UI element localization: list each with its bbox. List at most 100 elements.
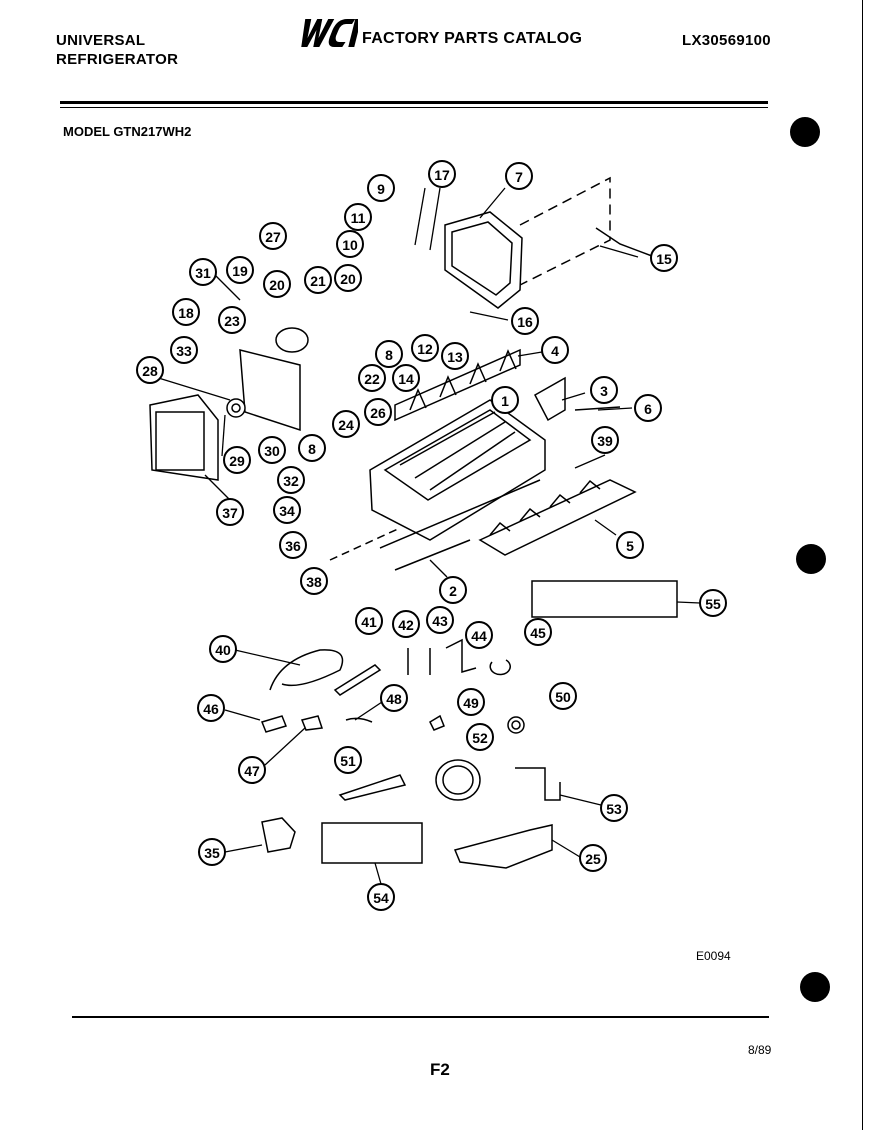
callout-number: 31 [195,265,211,281]
callout-8: 8 [298,434,326,462]
callout-number: 38 [306,574,322,590]
callout-circle [591,426,619,454]
callout-number: 17 [434,167,450,183]
callout-circle [197,694,225,722]
callout-number: 32 [283,473,299,489]
callout-number: 20 [269,277,285,293]
callout-number: 55 [705,596,721,612]
callout-number: 11 [351,210,366,226]
callout-circle [428,160,456,188]
callout-circle [304,266,332,294]
callout-45: 45 [524,618,552,646]
callout-33: 33 [170,336,198,364]
callout-number: 33 [176,343,192,359]
callout-circle [367,174,395,202]
catalog-number: LX30569100 [682,32,771,49]
callout-circle [634,394,662,422]
callout-21: 21 [304,266,332,294]
callout-circle [136,356,164,384]
callout-46: 46 [197,694,225,722]
callout-circle [334,264,362,292]
callout-number: 42 [398,617,414,633]
callout-number: 7 [515,169,523,185]
callout-circle [491,386,519,414]
callout-10: 10 [336,230,364,258]
callout-22: 22 [358,364,386,392]
callout-number: 29 [229,453,245,469]
callout-18: 18 [172,298,200,326]
model-number: MODEL GTN217WH2 [63,124,192,139]
callout-circle [209,635,237,663]
callout-circle [439,576,467,604]
callout-circle [549,682,577,710]
callout-circle [367,883,395,911]
callout-48: 48 [380,684,408,712]
callout-number: 48 [386,691,402,707]
callout-37: 37 [216,498,244,526]
callout-number: 26 [370,405,386,421]
header-rule [60,101,768,104]
callout-number: 41 [361,614,377,630]
callout-number: 21 [310,273,326,289]
callout-number: 44 [471,628,487,644]
callout-6: 6 [634,394,662,422]
callout-15: 15 [650,244,678,272]
callout-circle [336,230,364,258]
callout-4: 4 [541,336,569,364]
callout-47: 47 [238,756,266,784]
callout-circle [263,270,291,298]
callout-circle [226,256,254,284]
callout-number: 52 [472,730,488,746]
page-edge [862,0,863,1130]
callout-29: 29 [223,446,251,474]
callout-number: 54 [373,890,389,906]
callout-circle [259,222,287,250]
callout-number: 5 [626,538,634,554]
callout-41: 41 [355,607,383,635]
binder-hole [800,972,830,1002]
callout-number: 49 [463,695,479,711]
callout-32: 32 [277,466,305,494]
callout-number: 43 [432,613,448,629]
callout-24: 24 [332,410,360,438]
callout-number: 30 [264,443,280,459]
callout-number: 28 [142,363,158,379]
callout-circle [198,838,226,866]
callout-20: 20 [263,270,291,298]
callout-number: 13 [447,349,463,365]
callout-circle [392,364,420,392]
brand-line-2: REFRIGERATOR [56,51,179,68]
callout-circle [541,336,569,364]
footer-rule [72,1016,769,1018]
callout-number: 27 [265,229,281,245]
callout-number: 39 [597,433,613,449]
callout-25: 25 [579,844,607,872]
callout-26: 26 [364,398,392,426]
callout-34: 34 [273,496,301,524]
part-drawings [149,176,678,869]
callout-number: 47 [244,763,260,779]
callout-13: 13 [441,342,469,370]
callout-17: 17 [428,160,456,188]
callout-circle [189,258,217,286]
callout-circle [298,434,326,462]
diagram-code: E0094 [696,949,731,963]
callout-14: 14 [392,364,420,392]
callout-number: 51 [340,753,356,769]
callout-30: 30 [258,436,286,464]
callout-circle [505,162,533,190]
callout-number: 53 [606,801,622,817]
callout-36: 36 [279,531,307,559]
callout-number: 40 [215,642,231,658]
callout-circle [466,723,494,751]
callout-circle [218,306,246,334]
callout-number: 1 [501,393,509,409]
callout-circle [616,531,644,559]
callout-circle [590,376,618,404]
callout-circle [411,334,439,362]
callout-35: 35 [198,838,226,866]
callout-circle [457,688,485,716]
callout-3: 3 [590,376,618,404]
callout-1: 1 [491,386,519,414]
